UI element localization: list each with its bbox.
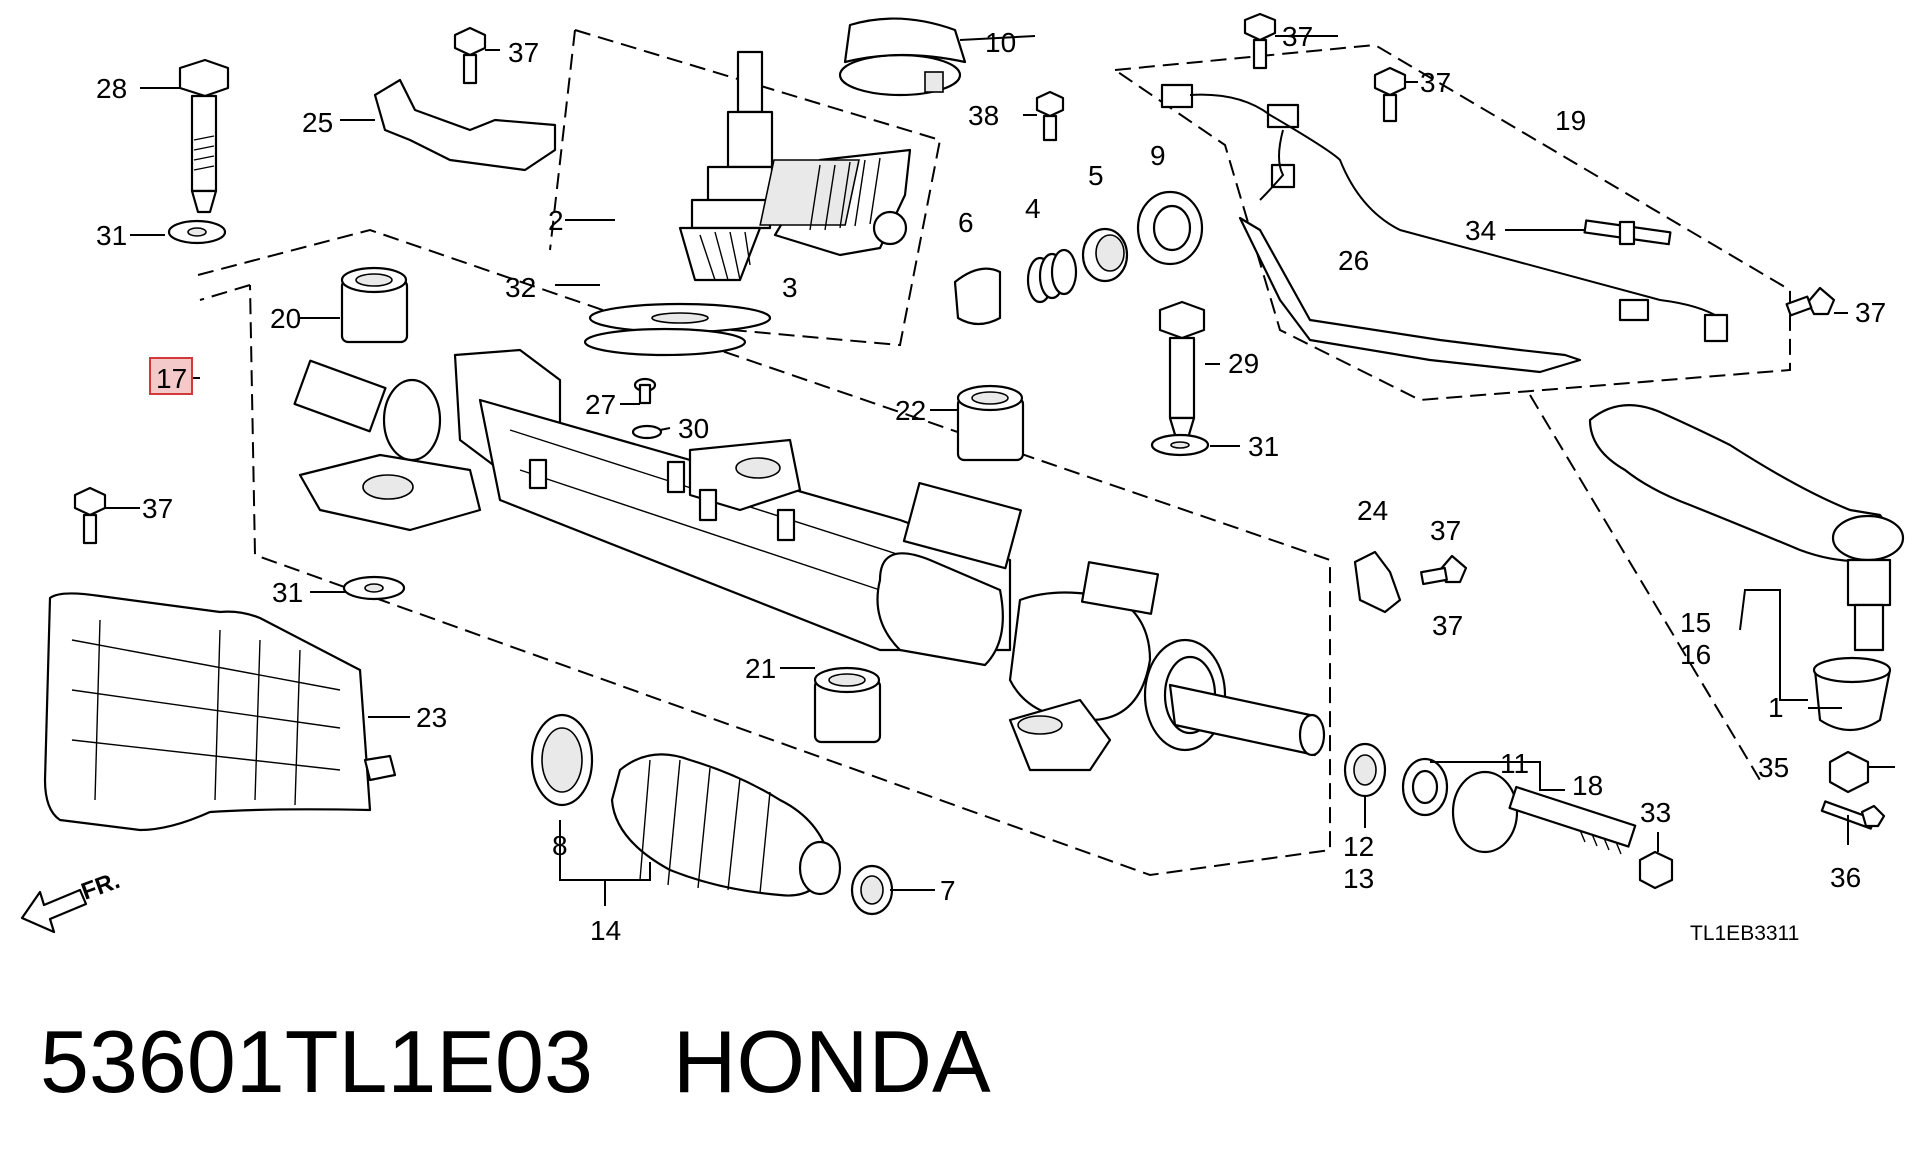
part-37-bolts <box>73 12 1836 586</box>
part-18-tie-rod <box>1451 770 1637 855</box>
part-1-ball-joint-boot <box>1812 656 1892 731</box>
label-12: 12 <box>1343 831 1374 862</box>
part-12-13-washer <box>1343 742 1387 798</box>
part-28-bolt <box>178 58 230 214</box>
label-35: 35 <box>1758 752 1789 783</box>
label-9: 9 <box>1150 140 1166 171</box>
label-37-e: 37 <box>142 493 173 524</box>
part-15-16-tie-rod-end <box>1588 404 1905 652</box>
label-36: 36 <box>1830 862 1861 893</box>
part-31-washer-3-hole <box>364 583 384 593</box>
part-6-yoke <box>953 267 1002 326</box>
part-35-nut <box>1828 750 1870 794</box>
part-31-washer-2-hole <box>1170 441 1190 449</box>
part-4-spring <box>1026 248 1078 304</box>
label-21: 21 <box>745 653 776 684</box>
label-11: 11 <box>1500 748 1529 779</box>
label-29: 29 <box>1228 348 1259 379</box>
label-34: 34 <box>1465 215 1496 246</box>
steering-rack-exploded-diagram: FR. 1 <box>20 12 1905 946</box>
part-17-rack-assembly <box>293 348 1326 772</box>
brand-name: HONDA <box>672 1012 991 1111</box>
caption: 53601TL1E03 HONDA <box>40 1012 991 1122</box>
label-14: 14 <box>590 915 621 946</box>
label-8: 8 <box>552 830 568 861</box>
label-15: 15 <box>1680 607 1711 638</box>
part-25-bracket <box>373 78 557 172</box>
label-6: 6 <box>958 207 974 238</box>
highlight-box-17 <box>149 357 193 395</box>
label-19: 19 <box>1555 105 1586 136</box>
label-20: 20 <box>270 303 301 334</box>
part-31-washer-hole <box>187 227 207 237</box>
part-33-nut <box>1638 850 1674 890</box>
part-34-clip <box>1583 219 1672 246</box>
diagram-code: TL1EB3311 <box>1690 922 1799 945</box>
label-18: 18 <box>1572 770 1603 801</box>
part-2-pinion-shaft <box>678 50 774 282</box>
part-14-boot <box>610 753 842 897</box>
label-31-a: 31 <box>96 220 127 251</box>
label-1: 1 <box>1768 692 1784 723</box>
label-37-g: 37 <box>1430 515 1461 546</box>
front-direction-arrow: FR. <box>20 867 124 934</box>
part-19-harness <box>1160 83 1729 343</box>
part-24-clip <box>1353 550 1402 614</box>
label-13: 13 <box>1343 863 1374 894</box>
label-27: 27 <box>585 389 616 420</box>
part-30-washer <box>631 424 663 440</box>
label-23: 23 <box>416 702 447 733</box>
part-27-screw <box>633 377 657 405</box>
part-22-bushing <box>956 384 1025 462</box>
part-26-bracket <box>1238 216 1582 374</box>
label-33: 33 <box>1640 797 1671 828</box>
part-7-clip <box>850 864 894 916</box>
label-4: 4 <box>1025 193 1041 224</box>
label-22: 22 <box>895 395 926 426</box>
label-25: 25 <box>302 107 333 138</box>
part-20-bushing <box>340 266 409 344</box>
label-28: 28 <box>96 73 127 104</box>
part-8-clamp <box>530 713 594 807</box>
label-24: 24 <box>1357 495 1388 526</box>
label-32: 32 <box>505 272 536 303</box>
part-32-seal <box>583 327 747 357</box>
label-7: 7 <box>940 875 956 906</box>
label-37-a: 37 <box>508 37 539 68</box>
part-36-bolt <box>1820 800 1886 830</box>
label-38: 38 <box>968 100 999 131</box>
label-2: 2 <box>548 205 564 236</box>
part-38-bolt <box>1035 90 1065 142</box>
label-16: 16 <box>1680 639 1711 670</box>
label-17: 17 <box>156 363 187 394</box>
part-3-gasket-hole <box>651 312 709 324</box>
leader-lines <box>105 35 1895 906</box>
label-30: 30 <box>678 413 709 444</box>
label-31-b: 31 <box>1248 431 1279 462</box>
part-29-bolt <box>1158 300 1206 440</box>
label-37-b: 37 <box>1282 21 1313 52</box>
label-37-c: 37 <box>1420 67 1451 98</box>
part-5-plug <box>1081 227 1129 283</box>
label-26: 26 <box>1338 245 1369 276</box>
label-5: 5 <box>1088 160 1104 191</box>
part-23-heat-shield <box>43 592 397 832</box>
part-10-cover <box>838 17 967 97</box>
label-3: 3 <box>782 272 798 303</box>
part-labels: 1 2 3 4 5 6 7 8 9 10 11 12 13 14 15 16 1… <box>96 21 1886 946</box>
part-motor-assembly <box>759 148 912 257</box>
label-10: 10 <box>985 27 1016 58</box>
part-number: 53601TL1E03 <box>40 1012 593 1111</box>
label-31-c: 31 <box>272 577 303 608</box>
assembly-group-outlines <box>197 29 1791 877</box>
label-37-f: 37 <box>1432 610 1463 641</box>
part-9-locknut <box>1136 190 1204 266</box>
front-direction-label: FR. <box>78 867 124 906</box>
part-11-lock-washer <box>1401 757 1449 817</box>
label-37-d: 37 <box>1855 297 1886 328</box>
part-21-bushing <box>813 666 882 744</box>
